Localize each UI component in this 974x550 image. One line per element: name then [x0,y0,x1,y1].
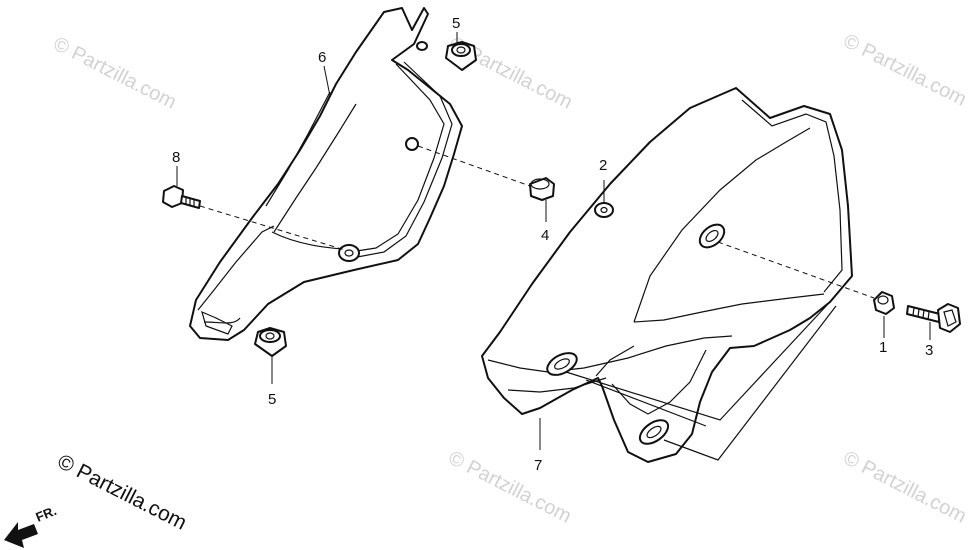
callout-3: 3 [925,342,933,359]
watermark-top-right: © Partzilla.com [840,30,970,111]
callout-2: 2 [599,157,607,174]
front-arrow-icon [4,522,38,548]
leader-6 [323,65,331,97]
bolt-part-3 [906,303,961,333]
callout-6: 6 [318,49,326,66]
watermark-top-left: © Partzilla.com [50,33,180,114]
grommet-top-part-5 [445,41,477,71]
cap-part-4 [529,177,555,201]
alignment-line-4 [417,145,531,187]
callout-8: 8 [172,149,180,166]
collar-part-1 [873,291,895,315]
callout-1: 1 [879,339,887,356]
callout-7: 7 [534,457,542,474]
washer-part-2 [594,202,614,218]
alignment-line-1 [717,241,875,299]
callout-4: 4 [541,227,549,244]
copyright-label: © Partzilla.com [54,450,191,535]
bolt-part-8 [162,185,201,209]
watermark-bottom-right: © Partzilla.com [840,447,970,528]
grommet-bottom-part-5 [254,327,287,357]
callout-5-bottom: 5 [268,391,276,408]
direction-indicator: FR. [4,503,59,548]
right-side-cover [481,87,853,463]
assembly-guide-lines [565,303,837,461]
left-side-cover [189,7,463,341]
callout-5-top: 5 [452,15,460,32]
direction-label: FR. [34,503,59,525]
alignment-line-8 [199,205,346,251]
leader-lines [176,32,931,450]
callouts: 1 2 3 4 5 5 6 7 8 [172,15,933,474]
watermark-bottom-center: © Partzilla.com [445,447,575,528]
